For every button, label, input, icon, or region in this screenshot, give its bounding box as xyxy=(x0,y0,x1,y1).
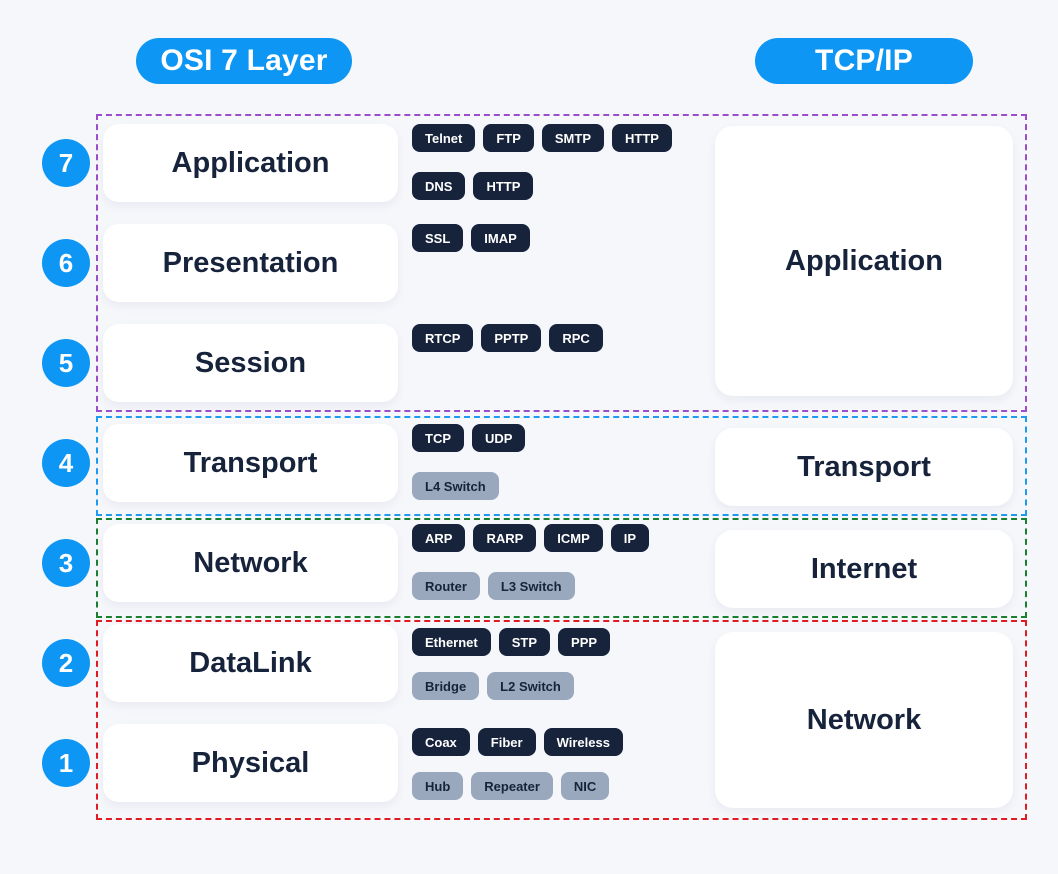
protocol-chip-rarp[interactable]: RARP xyxy=(473,524,537,552)
protocol-chip-rtcp[interactable]: RTCP xyxy=(412,324,474,352)
layer-number-badge-5: 5 xyxy=(42,339,90,387)
device-chip-l2-switch[interactable]: L2 Switch xyxy=(487,672,574,700)
osi-tcpip-diagram: 7 Application Telnet FTP SMTP HTTP DNS H… xyxy=(0,110,1058,820)
osi-layer-card-transport[interactable]: Transport xyxy=(103,424,398,502)
protocol-chip-ssl[interactable]: SSL xyxy=(412,224,464,252)
device-chip-router[interactable]: Router xyxy=(412,572,480,600)
protocol-chip-fiber[interactable]: Fiber xyxy=(477,728,536,756)
protocol-chip-ftp[interactable]: FTP xyxy=(483,124,534,152)
osi-layer-card-datalink[interactable]: DataLink xyxy=(103,624,398,702)
device-chip-repeater[interactable]: Repeater xyxy=(471,772,553,800)
tcpip-card-internet[interactable]: Internet xyxy=(715,530,1013,608)
layer-number-badge-3: 3 xyxy=(42,539,90,587)
osi-layer-card-session[interactable]: Session xyxy=(103,324,398,402)
protocol-chip-telnet[interactable]: Telnet xyxy=(412,124,476,152)
protocol-chip-row-3: ARP RARP ICMP IP xyxy=(412,524,650,552)
group-box-transport xyxy=(96,416,1027,516)
device-chip-row-2: Bridge L2 Switch xyxy=(412,672,574,700)
tcpip-card-network[interactable]: Network xyxy=(715,632,1013,808)
protocol-chip-ip[interactable]: IP xyxy=(610,524,650,552)
protocol-chip-udp[interactable]: UDP xyxy=(472,424,526,452)
protocol-chip-pptp[interactable]: PPTP xyxy=(481,324,542,352)
device-chip-l4-switch[interactable]: L4 Switch xyxy=(412,472,499,500)
group-box-internet xyxy=(96,518,1027,618)
device-chip-row-1: Hub Repeater NIC xyxy=(412,772,610,800)
osi-title-badge: OSI 7 Layer xyxy=(136,38,352,84)
device-chip-row-4: L4 Switch xyxy=(412,472,499,500)
osi-layer-card-physical[interactable]: Physical xyxy=(103,724,398,802)
layer-number-badge-4: 4 xyxy=(42,439,90,487)
protocol-chip-row-1: Coax Fiber Wireless xyxy=(412,728,623,756)
protocol-chip-tcp[interactable]: TCP xyxy=(412,424,464,452)
layer-number-badge-1: 1 xyxy=(42,739,90,787)
device-chip-l3-switch[interactable]: L3 Switch xyxy=(487,572,575,600)
tcpip-card-application[interactable]: Application xyxy=(715,126,1013,396)
osi-layer-card-network[interactable]: Network xyxy=(103,524,398,602)
header-row: OSI 7 Layer TCP/IP xyxy=(0,0,1058,110)
group-box-application xyxy=(96,114,1027,412)
layer-number-badge-7: 7 xyxy=(42,139,90,187)
layer-number-badge-2: 2 xyxy=(42,639,90,687)
protocol-chip-row-7a: Telnet FTP SMTP HTTP xyxy=(412,124,672,152)
protocol-chip-coax[interactable]: Coax xyxy=(412,728,470,756)
protocol-chip-row-4: TCP UDP xyxy=(412,424,526,452)
protocol-chip-arp[interactable]: ARP xyxy=(412,524,466,552)
protocol-chip-http-7[interactable]: HTTP xyxy=(612,124,672,152)
osi-layer-card-application[interactable]: Application xyxy=(103,124,398,202)
protocol-chip-ppp[interactable]: PPP xyxy=(558,628,611,656)
protocol-chip-row-5: RTCP PPTP RPC xyxy=(412,324,603,352)
layer-number-badge-6: 6 xyxy=(42,239,90,287)
protocol-chip-ethernet[interactable]: Ethernet xyxy=(412,628,491,656)
protocol-chip-stp[interactable]: STP xyxy=(498,628,551,656)
protocol-chip-wireless[interactable]: Wireless xyxy=(543,728,623,756)
device-chip-nic[interactable]: NIC xyxy=(560,772,610,800)
tcpip-card-transport[interactable]: Transport xyxy=(715,428,1013,506)
device-chip-bridge[interactable]: Bridge xyxy=(412,672,480,700)
protocol-chip-row-7b: DNS HTTP xyxy=(412,172,534,200)
group-box-network xyxy=(96,620,1027,820)
protocol-chip-icmp[interactable]: ICMP xyxy=(544,524,603,552)
protocol-chip-imap[interactable]: IMAP xyxy=(471,224,530,252)
osi-layer-card-presentation[interactable]: Presentation xyxy=(103,224,398,302)
tcpip-title-badge: TCP/IP xyxy=(755,38,973,84)
protocol-chip-smtp[interactable]: SMTP xyxy=(541,124,605,152)
device-chip-hub[interactable]: Hub xyxy=(412,772,464,800)
device-chip-row-3: Router L3 Switch xyxy=(412,572,575,600)
protocol-chip-http-7b[interactable]: HTTP xyxy=(473,172,534,200)
protocol-chip-row-6: SSL IMAP xyxy=(412,224,530,252)
protocol-chip-dns[interactable]: DNS xyxy=(412,172,466,200)
protocol-chip-rpc[interactable]: RPC xyxy=(549,324,603,352)
protocol-chip-row-2: Ethernet STP PPP xyxy=(412,628,611,656)
